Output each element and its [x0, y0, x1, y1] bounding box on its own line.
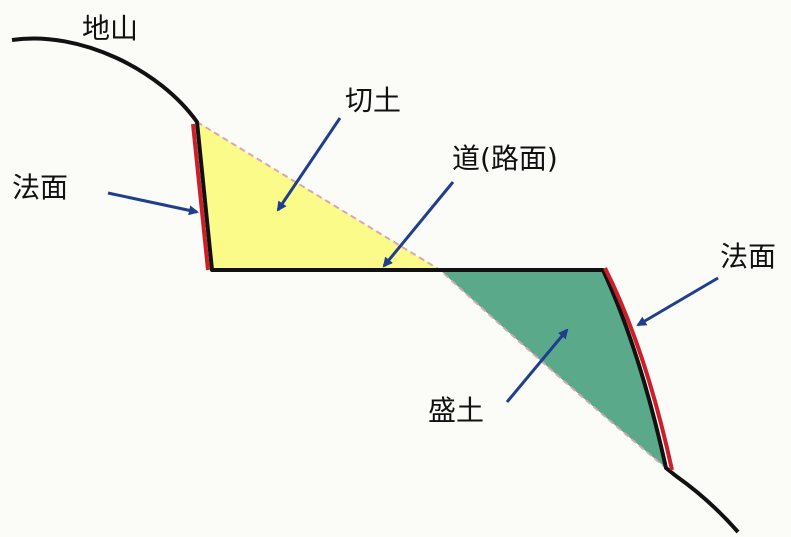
label-slope-left: 法面 [12, 171, 68, 204]
arrow-right-slope [636, 276, 719, 327]
label-cut: 切土 [345, 84, 401, 117]
label-fill: 盛土 [428, 394, 484, 427]
arrow-road [382, 181, 455, 268]
arrow-left-slope [107, 191, 199, 216]
arrow-cut [276, 117, 342, 212]
right-slope-face [603, 267, 674, 471]
arrow-fill [505, 328, 569, 403]
fill-area [440, 270, 666, 468]
left-slope-face [191, 123, 210, 271]
label-original-ground: 地山 [82, 12, 138, 45]
label-road: 道(路面) [452, 142, 558, 175]
label-slope-right: 法面 [720, 240, 776, 273]
ground-line [11, 36, 740, 534]
original-ground-profile [196, 121, 667, 469]
